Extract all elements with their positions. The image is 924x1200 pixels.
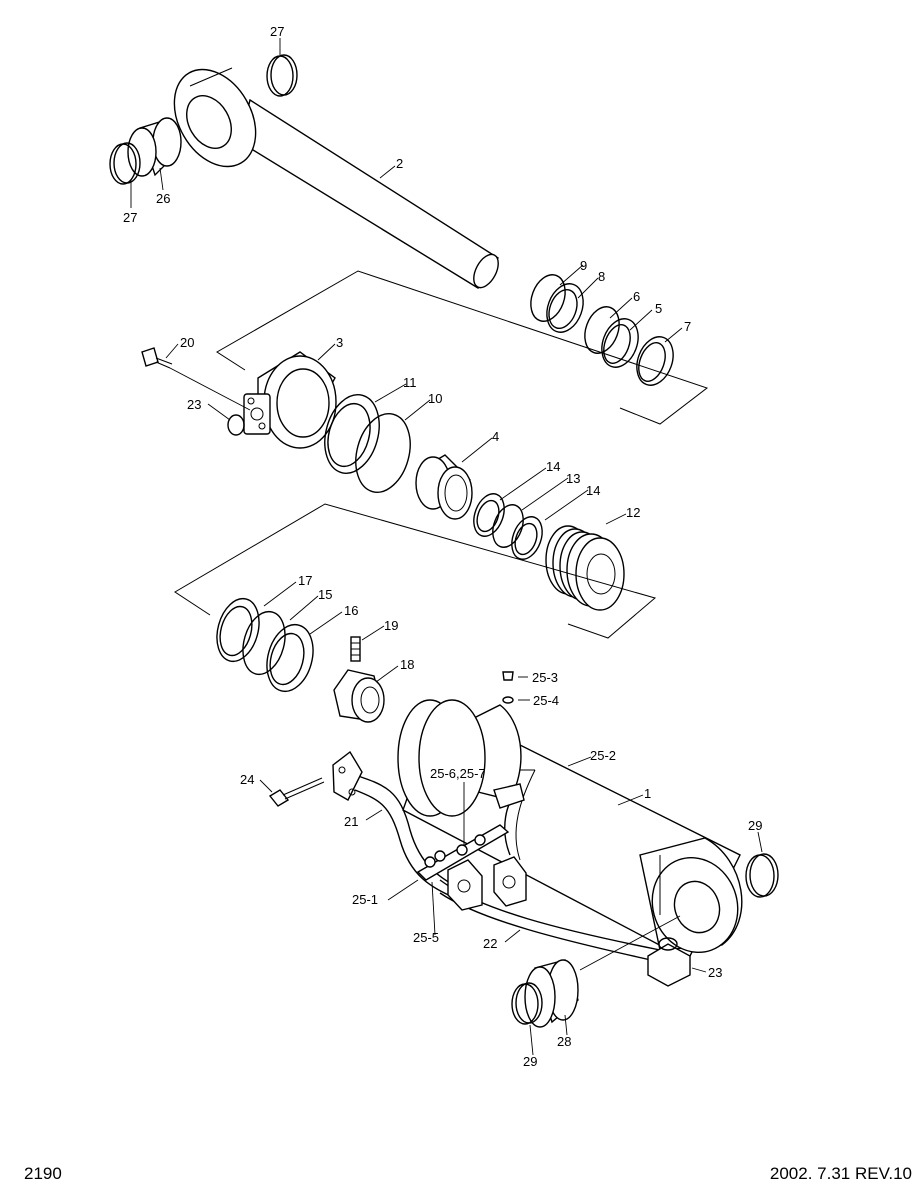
assembly-bracket-lower	[174, 503, 657, 639]
callout-15: 15	[318, 587, 332, 602]
ring-17	[216, 597, 260, 663]
callout-20: 20	[180, 335, 194, 350]
o-ring-23-upper	[227, 414, 245, 436]
callout-2: 2	[396, 156, 403, 171]
page-number: 2190	[24, 1164, 62, 1183]
callout-14-b: 14	[586, 483, 600, 498]
callout-labels: 27 27 26 2 9 8 6 5 7 3 20 23 11 10 4 14 …	[123, 24, 762, 1069]
leader-lines	[130, 38, 763, 1056]
callout-25-3: 25-3	[532, 670, 558, 685]
bolt-24	[268, 777, 325, 807]
callout-29-lower: 29	[523, 1054, 537, 1069]
washer-25-4	[502, 696, 514, 704]
callout-25-1: 25-1	[352, 892, 378, 907]
callout-14-a: 14	[546, 459, 560, 474]
bushing-4	[415, 454, 473, 520]
callout-4: 4	[492, 429, 499, 444]
callout-25-4: 25-4	[533, 693, 559, 708]
callout-10: 10	[428, 391, 442, 406]
callout-23-upper: 23	[187, 397, 201, 412]
callout-22: 22	[483, 936, 497, 951]
ring-14b	[511, 516, 543, 560]
pipe-21	[332, 750, 471, 901]
callout-12: 12	[626, 505, 640, 520]
cylinder-tube	[397, 699, 743, 961]
callout-28: 28	[557, 1034, 571, 1049]
callout-1: 1	[644, 786, 651, 801]
bracket-25-1	[416, 824, 510, 881]
o-ring-23-lower	[658, 937, 678, 951]
callout-24: 24	[240, 772, 254, 787]
cylinder-head	[243, 351, 337, 449]
callout-25-6-7: 25-6,25-7	[430, 766, 486, 781]
bushing-28	[524, 959, 579, 1028]
revision-date: 2002. 7.31 REV.10	[769, 1164, 912, 1183]
lock-nut-18	[333, 669, 385, 723]
callout-27-bottom: 27	[123, 210, 137, 225]
callout-3: 3	[336, 335, 343, 350]
flange-blocks	[447, 856, 527, 911]
callout-29-right: 29	[748, 818, 762, 833]
callout-16: 16	[344, 603, 358, 618]
callout-21: 21	[344, 814, 358, 829]
callout-7: 7	[684, 319, 691, 334]
bolt-20	[141, 347, 251, 411]
ring-14a	[473, 493, 505, 537]
callout-25-5: 25-5	[413, 930, 439, 945]
callout-9: 9	[580, 258, 587, 273]
callout-11: 11	[403, 375, 417, 390]
callout-17: 17	[298, 573, 312, 588]
ring-16	[266, 623, 314, 693]
bolt-25-3	[502, 671, 514, 681]
seal-rings-upper	[530, 274, 674, 386]
assembly-bracket-upper	[216, 270, 709, 425]
callout-8: 8	[598, 269, 605, 284]
callout-5: 5	[655, 301, 662, 316]
callout-18: 18	[400, 657, 414, 672]
ring-13	[492, 504, 524, 548]
callout-27-top: 27	[270, 24, 284, 39]
callout-13: 13	[566, 471, 580, 486]
callout-26: 26	[156, 191, 170, 206]
callout-6: 6	[633, 289, 640, 304]
ring-15	[242, 610, 286, 676]
bushing-26	[127, 117, 182, 177]
callout-23-lower: 23	[708, 965, 722, 980]
o-ring-10	[355, 413, 411, 493]
callout-25-2: 25-2	[590, 748, 616, 763]
piston-rod	[173, 67, 499, 289]
callout-19: 19	[384, 618, 398, 633]
piston-12	[545, 525, 625, 611]
clamp-block-25-5	[493, 783, 525, 809]
backup-ring-11	[324, 394, 380, 474]
